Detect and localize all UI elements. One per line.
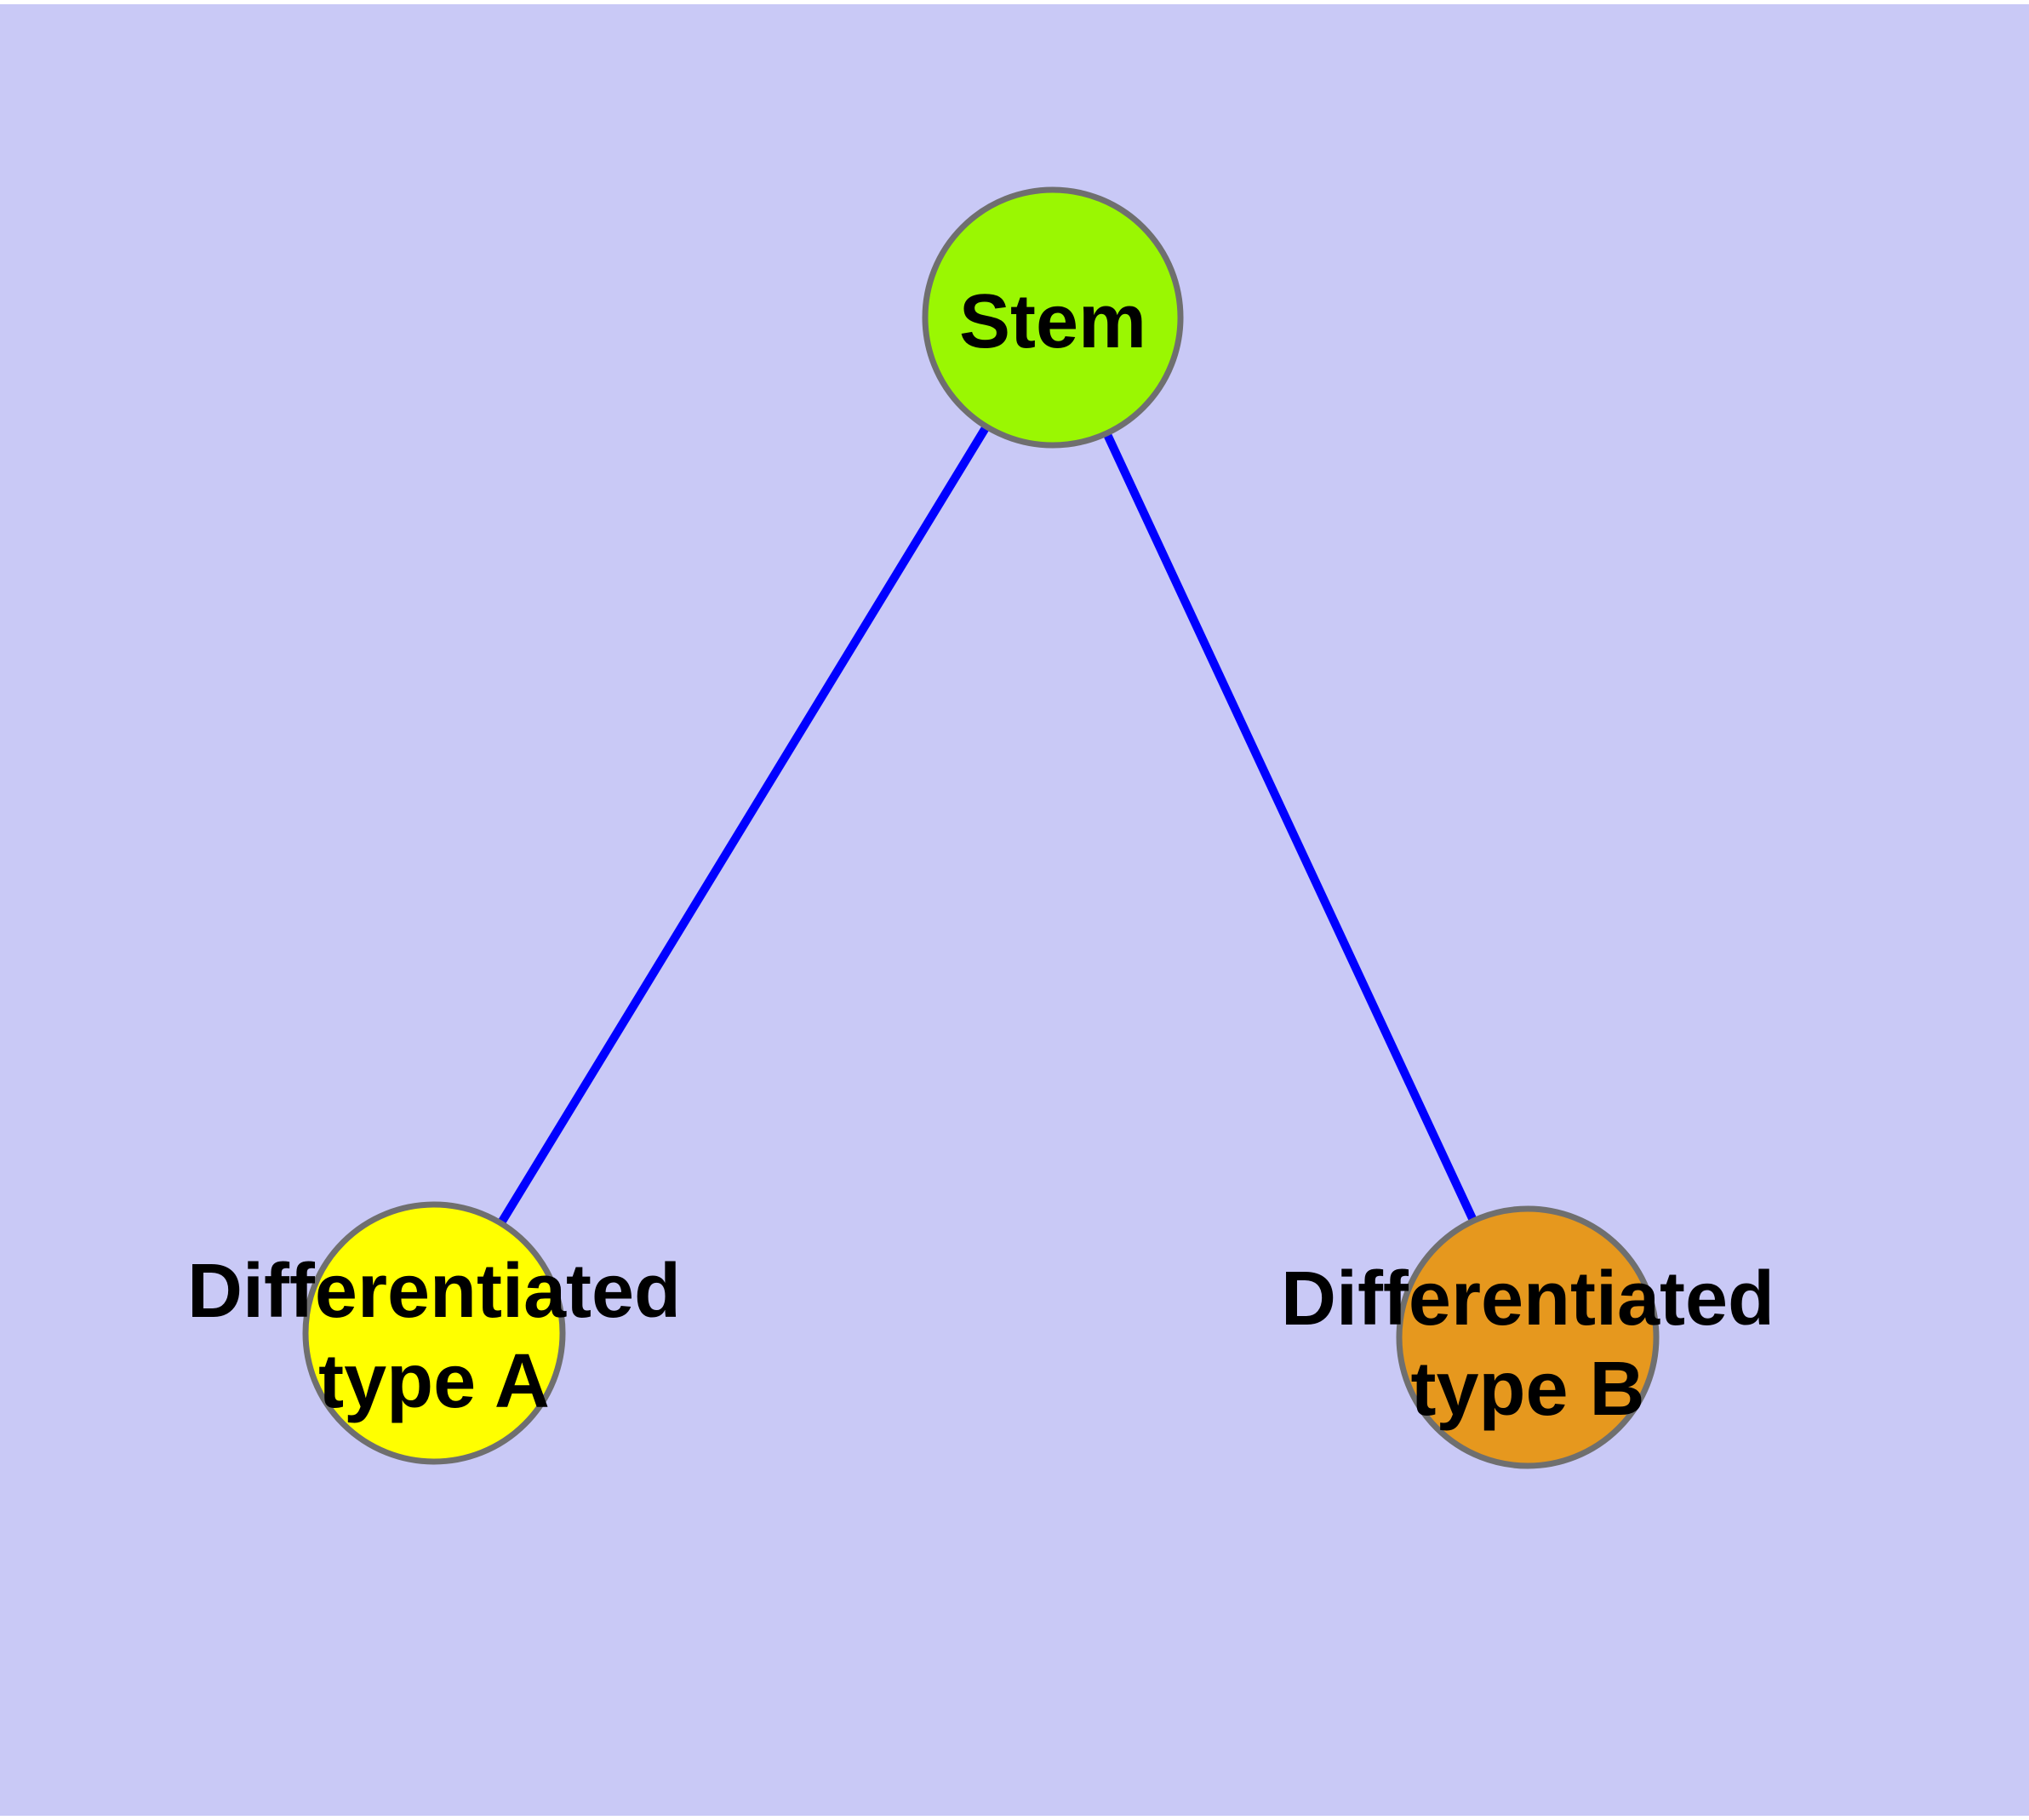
node-stem-label: Stem [959, 279, 1146, 364]
node-differentiated-type-a-label-line1: Differentiated [187, 1249, 681, 1334]
node-differentiated-type-b [1396, 1205, 1660, 1469]
edge-stem-to-type-a [430, 315, 1057, 1336]
node-differentiated-type-b-label-line1: Differentiated [1281, 1256, 1775, 1342]
edge-stem-to-type-b [1049, 315, 1532, 1340]
node-differentiated-type-a [302, 1201, 566, 1465]
node-stem [922, 186, 1184, 449]
node-differentiated-type-a-label-line2: type A [318, 1339, 550, 1424]
node-differentiated-type-b-label-line2: type B [1410, 1347, 1644, 1432]
